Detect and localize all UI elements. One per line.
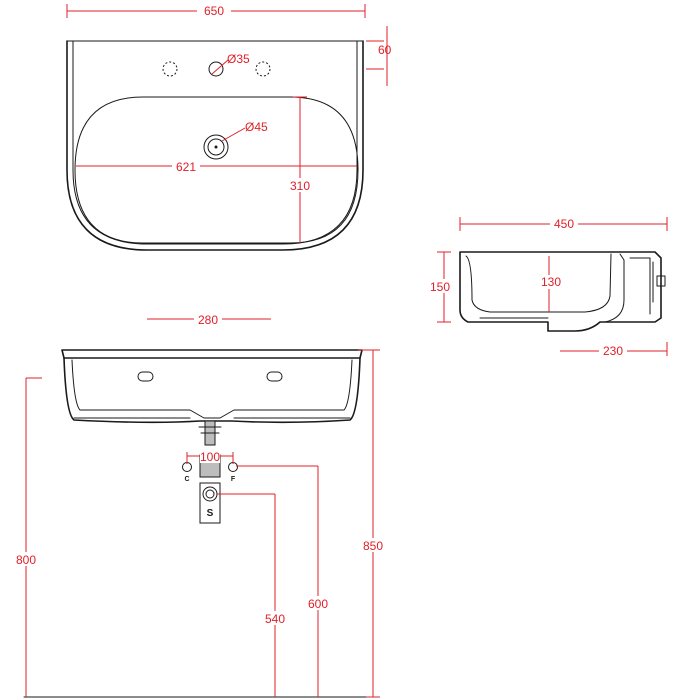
front-hole-right	[266, 371, 283, 382]
drain-inner-ring	[207, 138, 225, 156]
top-view-dimensions: 650 60 Ø35 Ø45 621 310	[66, 3, 392, 243]
dim-label-100: 100	[200, 450, 220, 464]
dim-label-650: 650	[204, 4, 224, 18]
front-view-inner-profile	[71, 359, 353, 419]
dim-label-850: 850	[363, 539, 383, 553]
trap-outlet-inner	[205, 489, 215, 499]
front-view: C F S	[23, 349, 373, 698]
dim-label-280: 280	[198, 313, 218, 327]
dim-label-310: 310	[290, 179, 310, 193]
side-view	[459, 251, 666, 332]
side-view-overflow-channel	[604, 253, 625, 323]
top-view-outer-outline	[66, 40, 364, 251]
valve-cold-label: C	[184, 476, 189, 483]
dim-label-540: 540	[265, 612, 285, 626]
trap-letter: S	[207, 508, 214, 519]
front-view-dimensions: 280 100 850 800 600 540	[13, 312, 386, 698]
dim-label-621: 621	[176, 160, 196, 174]
tap-hole-right-dashed	[255, 61, 271, 77]
dim-label-drain: Ø45	[245, 120, 268, 134]
front-hole-left	[137, 371, 154, 382]
front-view-rim	[61, 349, 363, 359]
dim-label-230: 230	[603, 344, 623, 358]
top-view-basin	[74, 96, 359, 244]
front-view-body	[63, 357, 361, 424]
tap-hole-left-dashed	[162, 61, 178, 77]
side-view-outline	[459, 251, 662, 332]
tap-hole-center	[208, 61, 224, 77]
valve-hot-label: F	[231, 476, 236, 483]
dim-label-tap-hole: Ø35	[227, 52, 250, 66]
side-view-basin-profile	[465, 253, 612, 313]
top-view-inner-outline	[72, 40, 358, 245]
drain-outer-ring	[203, 134, 229, 160]
drain-center-dot	[214, 145, 218, 149]
dim-label-450: 450	[554, 217, 574, 231]
dim-label-130: 130	[541, 275, 561, 289]
dim-label-150: 150	[430, 280, 450, 294]
dim-label-60: 60	[378, 43, 392, 57]
trap-body	[199, 482, 221, 524]
dim-label-600: 600	[308, 597, 328, 611]
top-view	[66, 40, 364, 251]
dim-label-800: 800	[16, 553, 36, 567]
side-view-dimensions: 450 150 130 230	[426, 216, 668, 358]
